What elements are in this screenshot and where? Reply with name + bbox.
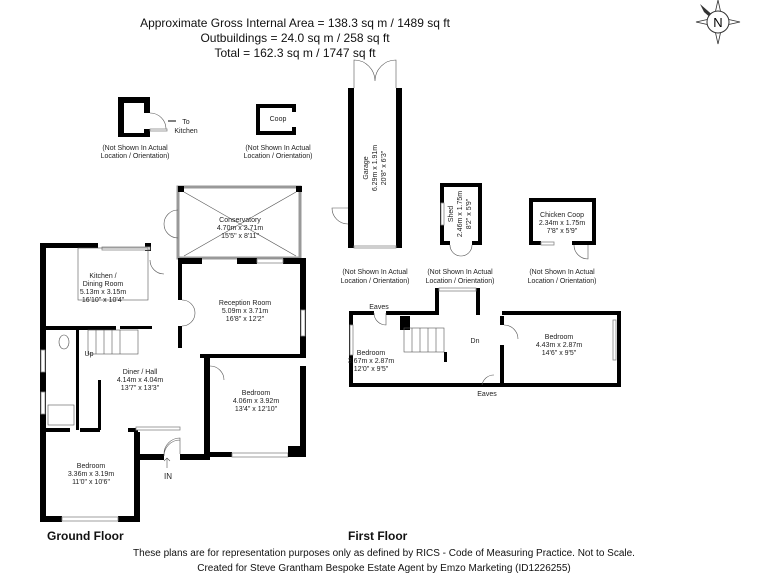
room-imperial: 11'0" x 10'6" — [72, 479, 110, 486]
shed-outbuilding: Shed 2.46m x 1.75m 8'2" x 5'9" (Not Show… — [426, 183, 495, 285]
room-imperial: 13'7" x 13'3" — [121, 385, 160, 392]
location-note: Location / Orientation) — [528, 278, 597, 285]
outbuildings-area: Outbuildings = 24.0 sq m / 258 sq ft — [200, 31, 390, 45]
first-floor-plan: Eaves Eaves Dn Bedroom 3.67m x 2.87m 12'… — [348, 287, 621, 398]
room-metric: 4.06m x 3.92m — [233, 398, 279, 405]
store-note: To — [182, 119, 190, 126]
location-note: (Not Shown In Actual — [427, 269, 493, 276]
room-metric: 4.43m x 2.87m — [536, 342, 582, 349]
location-note: Location / Orientation) — [244, 153, 313, 160]
disclaimer: These plans are for representation purpo… — [133, 548, 635, 559]
room-name: Dining Room — [83, 281, 124, 288]
entrance-label: IN — [164, 472, 172, 481]
room-metric: 3.67m x 2.87m — [348, 358, 394, 365]
room-imperial: 20'8" x 6'3" — [381, 150, 388, 185]
room-name: Shed — [448, 206, 455, 222]
room-metric: 4.70m x 2.71m — [217, 225, 263, 232]
room-metric: 5.09m x 3.71m — [222, 308, 268, 315]
room-imperial: 7'8" x 5'9" — [547, 228, 578, 235]
room-imperial: 16'8" x 12'2" — [226, 316, 265, 323]
stairs-down-label: Dn — [471, 338, 480, 345]
location-note: (Not Shown In Actual — [102, 145, 168, 152]
room-metric: 5.13m x 3.15m — [80, 289, 126, 296]
room-imperial: 13'4" x 12'10" — [235, 406, 278, 413]
room-metric: 3.36m x 3.19m — [68, 471, 114, 478]
room-name: Coop — [270, 116, 287, 123]
room-name: Garage — [363, 156, 370, 179]
ground-floor-label: Ground Floor — [47, 529, 124, 543]
room-name: Bedroom — [242, 390, 271, 397]
location-note: Location / Orientation) — [426, 278, 495, 285]
credit: Created for Steve Grantham Bespoke Estat… — [197, 563, 571, 574]
ground-floor-plan: Conservatory 4.70m x 2.71m 15'5" x 8'11"… — [40, 185, 306, 522]
stairs-up-label: Up — [85, 351, 94, 358]
eaves-label: Eaves — [369, 304, 389, 311]
compass-label: N — [713, 15, 722, 30]
garage-outbuilding: Garage 6.29m x 1.91m 20'8" x 6'3" (Not S… — [331, 59, 410, 285]
room-name: Bedroom — [357, 350, 386, 357]
coop-outbuilding: Coop (Not Shown In Actual Location / Ori… — [244, 104, 313, 160]
room-name: Diner / Hall — [123, 369, 158, 376]
room-name: Reception Room — [219, 300, 271, 307]
room-metric: 2.46m x 1.75m — [457, 191, 464, 237]
location-note: (Not Shown In Actual — [342, 269, 408, 276]
store-outbuilding: To Kitchen (Not Shown In Actual Location… — [101, 97, 198, 160]
room-imperial: 15'5" x 8'11" — [221, 233, 259, 240]
room-imperial: 8'2" x 5'9" — [466, 198, 473, 229]
gross-area: Approximate Gross Internal Area = 138.3 … — [140, 16, 450, 30]
room-imperial: 12'0" x 9'5" — [354, 366, 389, 373]
room-name: Kitchen / — [89, 273, 116, 280]
room-metric: 6.29m x 1.91m — [372, 145, 379, 191]
room-metric: 4.14m x 4.04m — [117, 377, 163, 384]
total-area: Total = 162.3 sq m / 1747 sq ft — [214, 46, 376, 60]
room-imperial: 14'6" x 9'5" — [542, 350, 577, 357]
store-note: Kitchen — [174, 128, 197, 135]
location-note: (Not Shown In Actual — [529, 269, 595, 276]
room-name: Bedroom — [545, 334, 574, 341]
location-note: Location / Orientation) — [341, 278, 410, 285]
room-metric: 2.34m x 1.75m — [539, 220, 585, 227]
room-name: Chicken Coop — [540, 212, 584, 219]
eaves-label: Eaves — [477, 391, 497, 398]
room-name: Bedroom — [77, 463, 106, 470]
compass-north-icon: N — [695, 0, 741, 45]
first-floor-label: First Floor — [348, 529, 408, 543]
location-note: Location / Orientation) — [101, 153, 170, 160]
room-imperial: 16'10" x 10'4" — [82, 297, 125, 304]
room-name: Conservatory — [219, 217, 261, 224]
entrance-arrow-icon — [163, 457, 171, 468]
location-note: (Not Shown In Actual — [245, 145, 311, 152]
chicken-coop-outbuilding: Chicken Coop 2.34m x 1.75m 7'8" x 5'9" (… — [528, 198, 597, 285]
